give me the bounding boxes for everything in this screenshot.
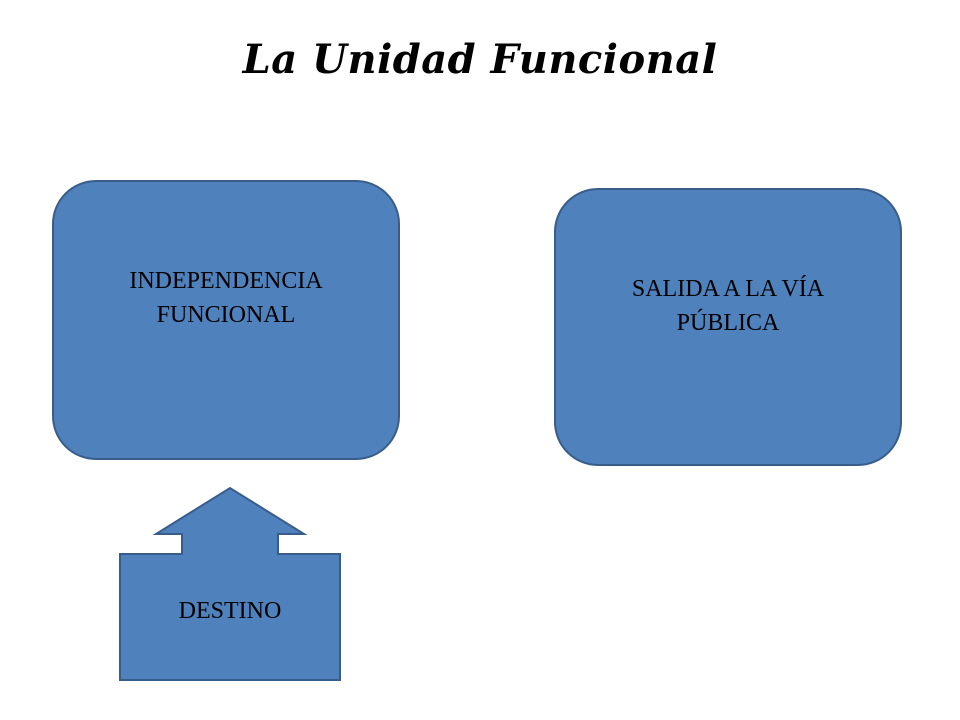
salida-line-2: PÚBLICA — [676, 310, 780, 336]
independencia-funcional-label: INDEPENDENCIA FUNCIONAL — [54, 264, 398, 332]
slide-title: La Unidad Funcional — [242, 36, 718, 83]
independencia-line-2: FUNCIONAL — [156, 302, 296, 328]
destino-up-arrow-callout: DESTINO — [118, 486, 342, 682]
salida-via-publica-box: SALIDA A LA VÍA PÚBLICA — [554, 188, 902, 466]
independencia-funcional-box: INDEPENDENCIA FUNCIONAL — [52, 180, 400, 460]
up-arrow-icon — [119, 486, 341, 681]
independencia-line-1: INDEPENDENCIA — [129, 268, 323, 294]
destino-label: DESTINO — [178, 598, 282, 624]
salida-line-1: SALIDA A LA VÍA — [631, 276, 825, 302]
salida-via-publica-label: SALIDA A LA VÍA PÚBLICA — [556, 272, 900, 340]
